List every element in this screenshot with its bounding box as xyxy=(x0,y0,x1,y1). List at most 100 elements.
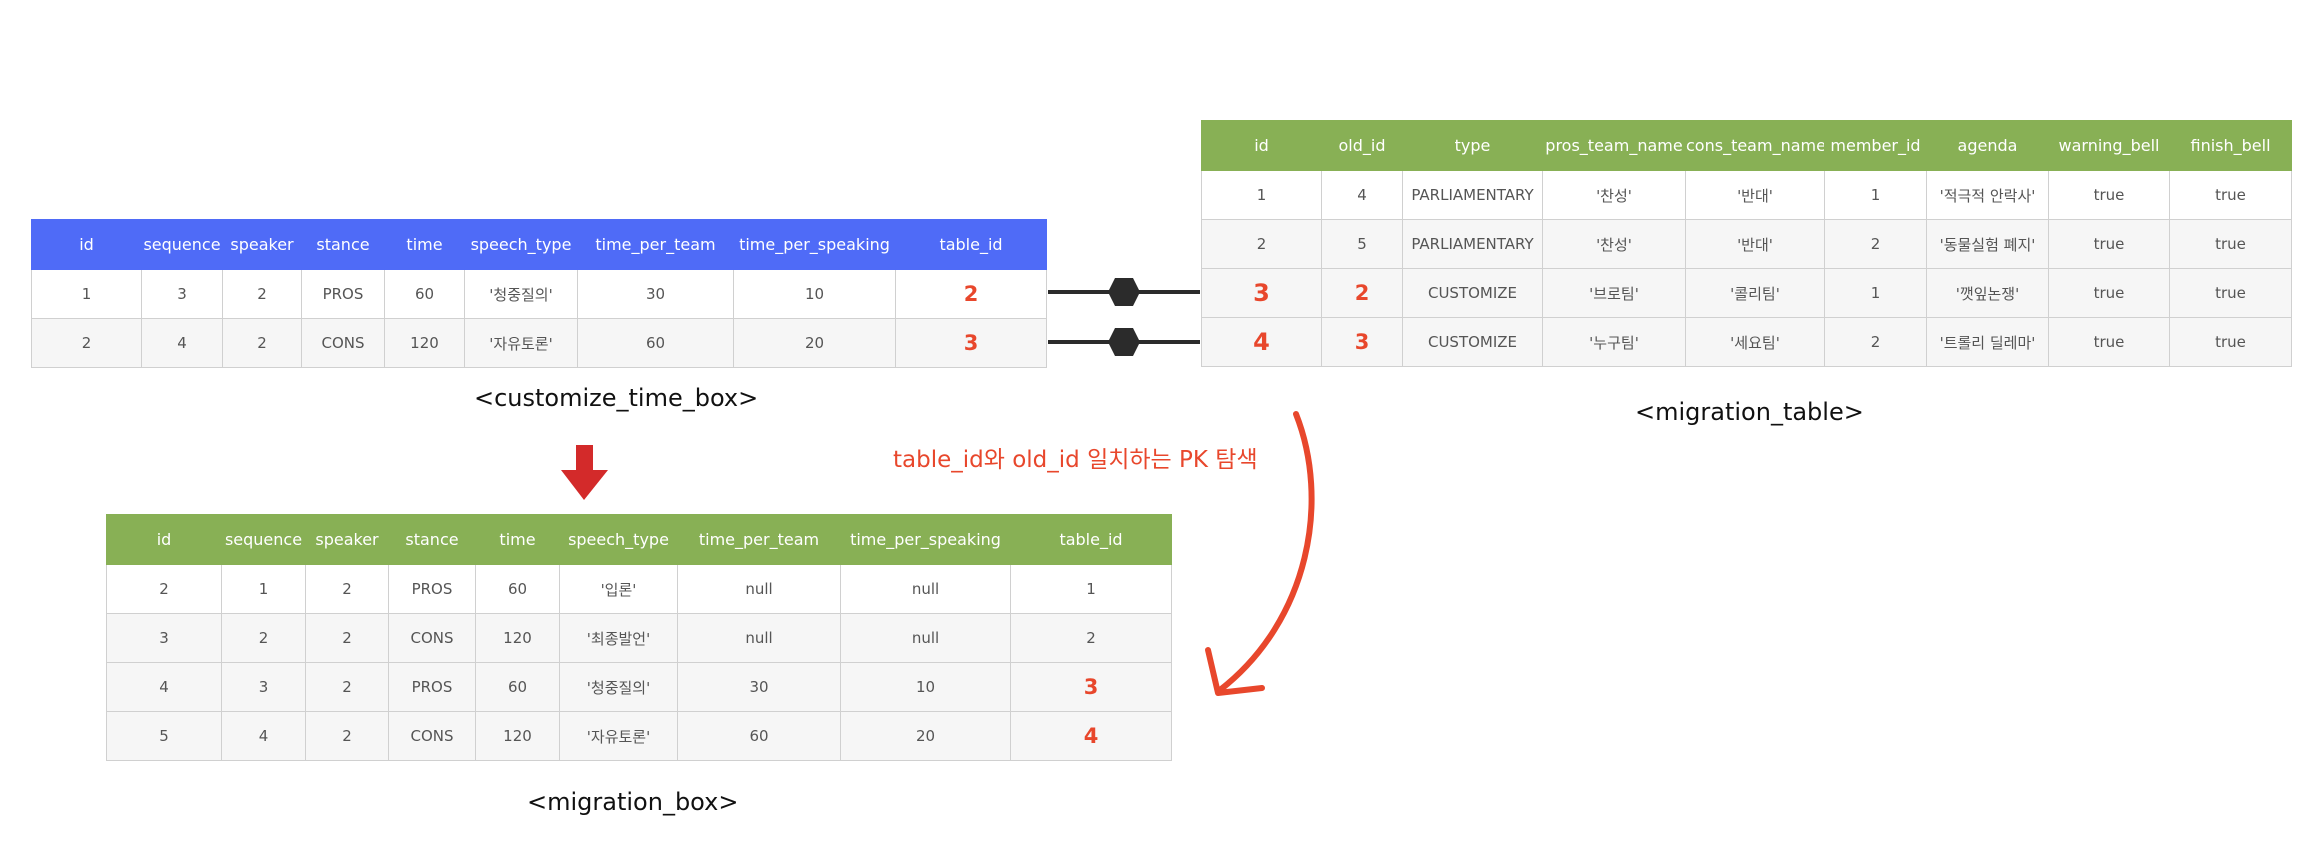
table-cell: '브로팀' xyxy=(1542,268,1686,318)
column-header: time_per_speaking xyxy=(840,514,1011,565)
table-row: 3 2 2 CONS 120 '최종발언' null null 2 xyxy=(106,613,1172,663)
table-cell: CONS xyxy=(388,711,476,761)
highlighted-table-id-cell: 3 xyxy=(1010,662,1172,712)
column-header: time_per_team xyxy=(677,514,841,565)
table-cell: 1 xyxy=(1010,564,1172,614)
table-cell: true xyxy=(2048,268,2170,318)
table-cell: '트롤리 딜레마' xyxy=(1926,317,2049,367)
table-cell: PROS xyxy=(388,662,476,712)
table-cell: PARLIAMENTARY xyxy=(1402,219,1543,269)
table-row: 2 4 2 CONS 120 '자유토론' 60 20 3 xyxy=(31,318,1047,368)
column-header: id xyxy=(31,219,142,270)
migration-box-table: id sequence speaker stance time speech_t… xyxy=(106,514,1172,761)
table-cell: null xyxy=(840,613,1011,663)
table-cell: null xyxy=(677,613,841,663)
table-cell: 60 xyxy=(475,662,560,712)
table-row: 4 3 CUSTOMIZE '누구팀' '세요팀' 2 '트롤리 딜레마' tr… xyxy=(1201,317,2292,367)
down-arrow-icon xyxy=(561,445,608,500)
column-header: time xyxy=(384,219,465,270)
table-cell: 120 xyxy=(384,318,465,368)
highlighted-table-id-cell: 2 xyxy=(895,269,1047,319)
table-row: 4 3 2 PROS 60 '청중질의' 30 10 3 xyxy=(106,662,1172,712)
column-header: time_per_team xyxy=(577,219,734,270)
table-cell: true xyxy=(2169,317,2292,367)
highlighted-id-cell: 4 xyxy=(1201,317,1322,367)
column-header: cons_team_name xyxy=(1685,120,1825,171)
table-cell: '깻잎논쟁' xyxy=(1926,268,2049,318)
table-cell: 30 xyxy=(677,662,841,712)
table-cell: 3 xyxy=(141,269,223,319)
table-row: 3 2 CUSTOMIZE '브로팀' '콜리팀' 1 '깻잎논쟁' true … xyxy=(1201,268,2292,318)
table-cell: '입론' xyxy=(559,564,678,614)
column-header: time xyxy=(475,514,560,565)
table-cell: '찬성' xyxy=(1542,170,1686,220)
table-cell: 10 xyxy=(840,662,1011,712)
table-cell: 120 xyxy=(475,613,560,663)
table-cell: true xyxy=(2169,170,2292,220)
table-cell: '동물실험 폐지' xyxy=(1926,219,2049,269)
table-cell: '자유토론' xyxy=(559,711,678,761)
highlighted-old-id-cell: 3 xyxy=(1321,317,1403,367)
table-row: 2 1 2 PROS 60 '입론' null null 1 xyxy=(106,564,1172,614)
table-cell: 5 xyxy=(106,711,222,761)
table-cell: '찬성' xyxy=(1542,219,1686,269)
relation-connector-1 xyxy=(1048,278,1200,306)
table-cell: true xyxy=(2169,219,2292,269)
highlighted-table-id-cell: 3 xyxy=(895,318,1047,368)
table-cell: 3 xyxy=(106,613,222,663)
lookup-note: table_id와 old_id 일치하는 PK 탐색 xyxy=(893,447,1258,473)
table-cell: PROS xyxy=(388,564,476,614)
table-cell: '자유토론' xyxy=(464,318,578,368)
column-header: old_id xyxy=(1321,120,1403,171)
table-cell: 20 xyxy=(840,711,1011,761)
column-header: member_id xyxy=(1824,120,1927,171)
table-cell: CONS xyxy=(301,318,385,368)
table-cell: 2 xyxy=(305,613,389,663)
table-cell: '청중질의' xyxy=(464,269,578,319)
table-header-row: id sequence speaker stance time speech_t… xyxy=(106,514,1172,565)
table-row: 1 3 2 PROS 60 '청중질의' 30 10 2 xyxy=(31,269,1047,319)
table-cell: '청중질의' xyxy=(559,662,678,712)
table-cell: 60 xyxy=(384,269,465,319)
column-header: finish_bell xyxy=(2169,120,2292,171)
highlighted-id-cell: 3 xyxy=(1201,268,1322,318)
table-cell: 2 xyxy=(305,711,389,761)
column-header: table_id xyxy=(895,219,1047,270)
column-header: table_id xyxy=(1010,514,1172,565)
table-cell: 30 xyxy=(577,269,734,319)
table-cell: 60 xyxy=(577,318,734,368)
table-cell: 2 xyxy=(222,269,302,319)
column-header: speech_type xyxy=(559,514,678,565)
table-cell: 60 xyxy=(475,564,560,614)
column-header: time_per_speaking xyxy=(733,219,896,270)
table-cell: 2 xyxy=(305,662,389,712)
column-header: agenda xyxy=(1926,120,2049,171)
table-cell: 2 xyxy=(305,564,389,614)
table-cell: 1 xyxy=(221,564,306,614)
column-header: speaker xyxy=(305,514,389,565)
table-row: 5 4 2 CONS 120 '자유토론' 60 20 4 xyxy=(106,711,1172,761)
migration-box-caption: <migration_box> xyxy=(527,788,739,816)
table-cell: true xyxy=(2169,268,2292,318)
curved-arrow-icon xyxy=(1205,411,1315,696)
column-header: speech_type xyxy=(464,219,578,270)
table-cell: 5 xyxy=(1321,219,1403,269)
table-cell: '누구팀' xyxy=(1542,317,1686,367)
highlighted-old-id-cell: 2 xyxy=(1321,268,1403,318)
table-cell: '반대' xyxy=(1685,219,1825,269)
table-header-row: id old_id type pros_team_name cons_team_… xyxy=(1201,120,2292,171)
table-cell: 2 xyxy=(222,318,302,368)
table-cell: '반대' xyxy=(1685,170,1825,220)
migration-table-caption: <migration_table> xyxy=(1635,398,1864,426)
table-cell: 1 xyxy=(31,269,142,319)
table-cell: 4 xyxy=(221,711,306,761)
table-cell: '최종발언' xyxy=(559,613,678,663)
table-cell: PROS xyxy=(301,269,385,319)
table-cell: 2 xyxy=(1201,219,1322,269)
table-header-row: id sequence speaker stance time speech_t… xyxy=(31,219,1047,270)
table-cell: 60 xyxy=(677,711,841,761)
table-cell: '콜리팀' xyxy=(1685,268,1825,318)
table-cell: 3 xyxy=(221,662,306,712)
highlighted-table-id-cell: 4 xyxy=(1010,711,1172,761)
